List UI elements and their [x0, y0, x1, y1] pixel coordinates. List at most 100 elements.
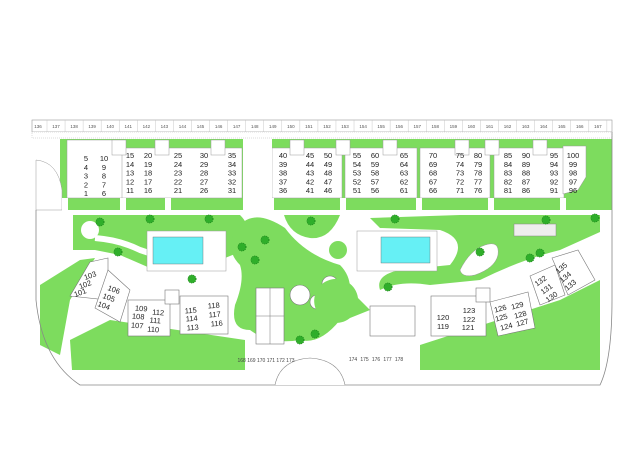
building-124-129	[489, 291, 536, 337]
parking-space-number: 159	[450, 124, 458, 129]
unit-number: 4	[84, 163, 88, 172]
unit-number: 41	[306, 186, 314, 195]
unit-number: 78	[474, 169, 482, 178]
unit-number: 109	[135, 303, 148, 313]
unit-number: 48	[324, 169, 332, 178]
parking-space-number: 164	[540, 124, 548, 129]
unit-number: 95	[550, 151, 558, 160]
unit-number: 11	[126, 186, 134, 195]
parking-space-number: 147	[233, 124, 241, 129]
parking-space-number: 158	[432, 124, 440, 129]
unit-number: 66	[429, 186, 437, 195]
unit-number: 96	[569, 186, 577, 195]
unit-number: 72	[456, 177, 464, 186]
parking-space-number: 144	[179, 124, 187, 129]
unit-number: 38	[279, 169, 287, 178]
parking-space-numbers: 168 169 170 171 172 173	[238, 358, 295, 364]
unit-number: 79	[474, 160, 482, 169]
unit-number: 44	[306, 160, 314, 169]
unit-number: 127	[515, 317, 529, 329]
palm-tree-icon	[95, 217, 105, 227]
unit-number: 128	[513, 309, 527, 321]
parking-space-number: 157	[414, 124, 422, 129]
unit-number: 19	[144, 160, 152, 169]
pool-left	[152, 236, 204, 265]
unit-number: 16	[144, 186, 152, 195]
unit-number: 98	[569, 169, 577, 178]
unit-number: 40	[279, 151, 287, 160]
unit-number: 12	[126, 177, 134, 186]
palm-tree-icon	[590, 213, 600, 223]
unit-number: 45	[306, 151, 314, 160]
unit-number: 110	[147, 325, 160, 335]
unit-number: 35	[228, 151, 236, 160]
unit-number: 91	[550, 186, 558, 195]
unit-number: 115	[184, 306, 197, 316]
stair-core	[475, 287, 491, 303]
parking-space-number: 156	[395, 124, 403, 129]
roundabout	[274, 357, 346, 386]
pergola	[513, 223, 557, 237]
parking-space-number: 174	[349, 357, 358, 363]
unit-number: 23	[174, 169, 182, 178]
unit-number: 1	[84, 189, 88, 198]
lawn-top-center	[284, 215, 340, 239]
unit-number: 76	[474, 186, 482, 195]
unit-number: 69	[429, 160, 437, 169]
unit-number: 7	[102, 180, 106, 189]
parking-space-number: 142	[143, 124, 151, 129]
unit-number: 102	[78, 278, 93, 291]
unit-number: 30	[200, 151, 208, 160]
unit-number: 13	[126, 169, 134, 178]
unit-number: 105	[101, 291, 116, 304]
unit-number: 86	[522, 186, 530, 195]
unit-number: 62	[400, 177, 408, 186]
unit-number: 10	[100, 154, 108, 163]
palm-tree-icon	[113, 247, 123, 257]
unit-number: 113	[186, 323, 199, 333]
unit-number: 93	[550, 169, 558, 178]
unit-number: 33	[228, 169, 236, 178]
unit-number: 21	[174, 186, 182, 195]
unit-number: 120	[437, 313, 450, 322]
unit-number: 9	[102, 163, 106, 172]
unit-number: 100	[567, 151, 580, 160]
stair-core	[335, 139, 351, 156]
unit-number: 123	[463, 306, 476, 315]
parking-space-number: 152	[323, 124, 331, 129]
unit-number: 77	[474, 177, 482, 186]
unit-number: 55	[353, 151, 361, 160]
unit-number: 64	[400, 160, 408, 169]
unit-number: 111	[149, 316, 161, 326]
parking-space-number: 176	[372, 357, 381, 363]
unit-number: 104	[96, 299, 111, 312]
unit-number: 43	[306, 169, 314, 178]
unit-number: 83	[504, 169, 512, 178]
unit-number: 97	[569, 177, 577, 186]
unit-number: 52	[353, 177, 361, 186]
parking-space-number: 160	[468, 124, 476, 129]
stair-core	[210, 139, 226, 156]
unit-number: 65	[400, 151, 408, 160]
palm-tree-icon	[237, 242, 247, 252]
building-119-123	[430, 295, 487, 337]
unit-number: 121	[462, 323, 475, 332]
unit-number: 59	[371, 160, 379, 169]
parking-space-number: 163	[522, 124, 530, 129]
unit-number: 118	[207, 301, 220, 311]
unit-number: 89	[522, 160, 530, 169]
parking-space-number: 137	[52, 124, 60, 129]
parking-space-number: 149	[269, 124, 277, 129]
unit-number: 22	[174, 177, 182, 186]
parking-space-number: 136	[34, 124, 42, 129]
unit-number: 31	[228, 186, 236, 195]
parking-space-number: 161	[486, 124, 494, 129]
palm-tree-icon	[295, 335, 305, 345]
parking-space-number: 178	[395, 357, 404, 363]
unit-number: 82	[504, 177, 512, 186]
unit-number: 88	[522, 169, 530, 178]
parking-space-number: 175	[360, 357, 369, 363]
unit-number: 61	[400, 186, 408, 195]
parking-space-number: 151	[305, 124, 313, 129]
